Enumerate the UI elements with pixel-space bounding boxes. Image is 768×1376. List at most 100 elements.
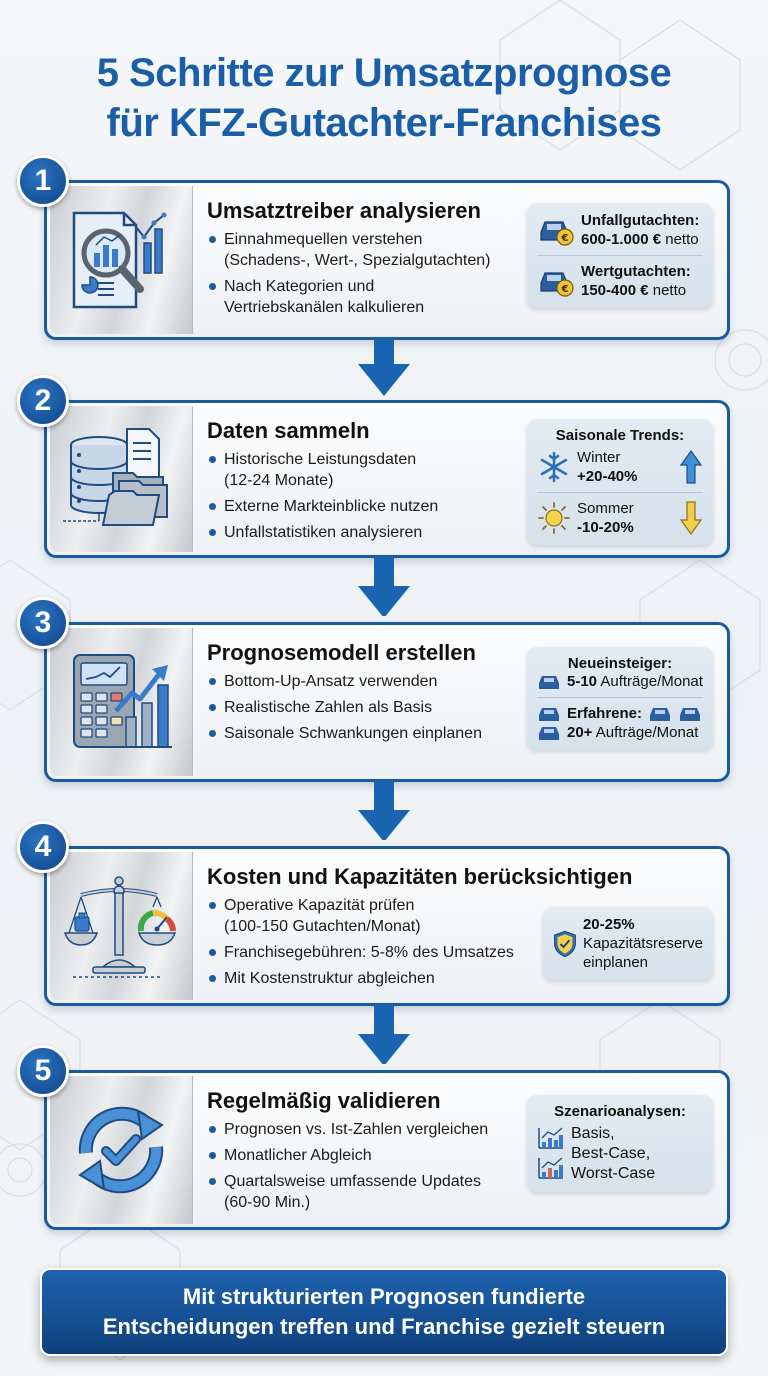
step-5-card: 5 Regelmäßig validieren Prognosen vs. Is… [17, 1045, 730, 1230]
database-folders-icon [63, 428, 168, 526]
step-3-card: 3 Prognosemodell erstellen Bottom-Up-Ans… [17, 597, 730, 782]
car-icon [539, 707, 559, 721]
step-title: Regelmäßig validieren [207, 1088, 441, 1113]
price-row-unfall: € Unfallgutachten: 600-1.000 € netto [537, 211, 703, 249]
arrow-down-icon [358, 338, 410, 396]
refresh-check-icon [78, 1106, 164, 1194]
scale-gauge-icon [63, 876, 177, 978]
bullet-item: Monatlicher Abgleich [207, 1145, 527, 1166]
bullet-item: Saisonale Schwankungen einplanen [207, 723, 527, 744]
shield-check-icon [554, 930, 576, 957]
snowflake-icon [540, 451, 568, 483]
arrow-up-icon [679, 449, 703, 484]
svg-text:€: € [561, 284, 569, 295]
page-title: 5 Schritte zur Umsatzprognose für KFZ-Gu… [0, 48, 768, 148]
scenario-worst-case: Worst-Case [571, 1165, 656, 1182]
seasonal-heading: Saisonale Trends: [555, 427, 685, 444]
car-icon [680, 707, 701, 721]
scenario-best-case: Best-Case, [571, 1145, 651, 1162]
orders-row-new: 5-10 Aufträge/Monat [537, 672, 703, 691]
step-number-badge: 1 [17, 155, 69, 207]
orders-row-experienced: 20+ Aufträge/Monat [537, 723, 703, 742]
bullet-item: Nach Kategorien und Vertriebskanälen kal… [207, 276, 527, 318]
price-suffix: netto [652, 282, 687, 299]
step-icon-panel [50, 406, 193, 552]
sun-icon [538, 502, 570, 534]
step-icon-panel [50, 852, 193, 1000]
scenario-heading: Szenarioanalysen: [554, 1103, 686, 1120]
capacity-line2: einplanen [582, 954, 648, 971]
magnifier-report-icon [72, 211, 167, 309]
scenario-list: Basis, Best-Case, Worst-Case [571, 1124, 655, 1184]
bullet-list: Prognosen vs. Ist-Zahlen vergleichen Mon… [207, 1119, 527, 1213]
capacity-reserve-box: 20-25% Kapazitätsreserve einplanen [543, 907, 713, 980]
scenario-row: Basis, Best-Case, Worst-Case [537, 1124, 703, 1184]
seasonal-trends-box: Saisonale Trends: Winter +20-40% [527, 419, 713, 545]
bullet-item: Mit Kostenstruktur abgleichen [207, 968, 713, 989]
divider [537, 492, 703, 493]
orders-suffix: Aufträge/Monat [600, 673, 703, 690]
step-number-badge: 5 [17, 1045, 69, 1097]
scenario-basis: Basis, [571, 1125, 615, 1142]
step-icon-panel [50, 628, 193, 776]
step-1-card: 1 Umsatztreiber analysieren Einnahmequel… [17, 155, 730, 340]
orders-suffix: Aufträge/Monat [595, 724, 699, 741]
orders-label-experienced: Erfahrene: [567, 705, 643, 722]
arrow-down-icon [358, 556, 410, 616]
car-euro-icon: € [540, 272, 574, 297]
bullet-list: Operative Kapazität prüfen (100-150 Guta… [207, 895, 713, 989]
car-icon [539, 675, 559, 689]
bullet-item: Quartalsweise umfassende Updates (60-90 … [207, 1171, 527, 1213]
trend-text: Winter +20-40% [577, 448, 673, 486]
step-body: Daten sammeln Historische Leistungsdaten… [207, 417, 527, 548]
car-euro-icon: € [540, 221, 574, 246]
scenario-icons [537, 1124, 565, 1180]
bullet-list: Historische Leistungsdaten (12-24 Monate… [207, 449, 527, 543]
footer-line-2: Entscheidungen treffen und Franchise gez… [102, 1314, 666, 1339]
capacity-line1: Kapazitätsreserve [582, 935, 703, 952]
orders-box: Neueinsteiger: 5-10 Aufträge/Monat Erfah… [527, 647, 713, 750]
footer-line-1: Mit strukturierten Prognosen fundierte [182, 1284, 586, 1309]
step-title: Umsatztreiber analysieren [207, 198, 481, 223]
price-text: Wertgutachten: 150-400 € netto [581, 262, 691, 300]
step-icon-panel [50, 1076, 193, 1224]
bar-chart-icon [538, 1127, 563, 1149]
bullet-item: Historische Leistungsdaten (12-24 Monate… [207, 449, 527, 491]
arrow-down-icon [679, 501, 703, 536]
arrow-down-icon [358, 780, 410, 840]
bullet-item: Einnahmequellen verstehen (Schadens-, We… [207, 229, 527, 271]
divider [537, 255, 703, 256]
step-4-card: 4 Kosten und Kapazitäten berüc [17, 821, 730, 1006]
price-label: Unfallgutachten: [581, 212, 700, 229]
bullet-list: Bottom-Up-Ansatz verwenden Realistische … [207, 671, 527, 744]
capacity-value: 20-25% [582, 916, 635, 933]
step-icon-panel [50, 186, 193, 334]
step-body: Kosten und Kapazitäten berücksichtigen O… [207, 863, 713, 994]
car-icon [539, 726, 559, 740]
step-number-badge: 4 [17, 821, 69, 873]
bullet-item: Franchisegebühren: 5-8% des Umsatzes [207, 942, 713, 963]
step-body: Prognosemodell erstellen Bottom-Up-Ansat… [207, 639, 527, 749]
price-label: Wertgutachten: [581, 263, 691, 280]
orders-value: 20+ [567, 724, 593, 741]
step-title: Kosten und Kapazitäten berücksichtigen [207, 864, 633, 889]
step-body: Umsatztreiber analysieren Einnahmequelle… [207, 197, 527, 323]
step-body: Regelmäßig validieren Prognosen vs. Ist-… [207, 1087, 527, 1218]
trend-season: Winter [577, 449, 621, 466]
orders-label-row-experienced: Erfahrene: [537, 704, 703, 723]
capacity-text: 20-25% Kapazitätsreserve einplanen [583, 915, 703, 972]
price-text: Unfallgutachten: 600-1.000 € netto [581, 211, 699, 249]
title-line-2: für KFZ-Gutachter-Franchises [106, 101, 662, 145]
title-line-1: 5 Schritte zur Umsatzprognose [96, 51, 672, 95]
bullet-item: Prognosen vs. Ist-Zahlen vergleichen [207, 1119, 527, 1140]
bullet-item: Realistische Zahlen als Basis [207, 697, 527, 718]
price-info-box: € Unfallgutachten: 600-1.000 € netto € W… [527, 203, 713, 308]
arrow-down-icon [358, 1004, 410, 1064]
bullet-item: Bottom-Up-Ansatz verwenden [207, 671, 527, 692]
bullet-list: Einnahmequellen verstehen (Schadens-, We… [207, 229, 527, 318]
step-number-badge: 3 [17, 597, 69, 649]
orders-label-new: Neueinsteiger: [567, 655, 673, 672]
capacity-row: 20-25% Kapazitätsreserve einplanen [553, 915, 703, 972]
bullet-item: Unfallstatistiken analysieren [207, 522, 527, 543]
price-row-wert: € Wertgutachten: 150-400 € netto [537, 262, 703, 300]
